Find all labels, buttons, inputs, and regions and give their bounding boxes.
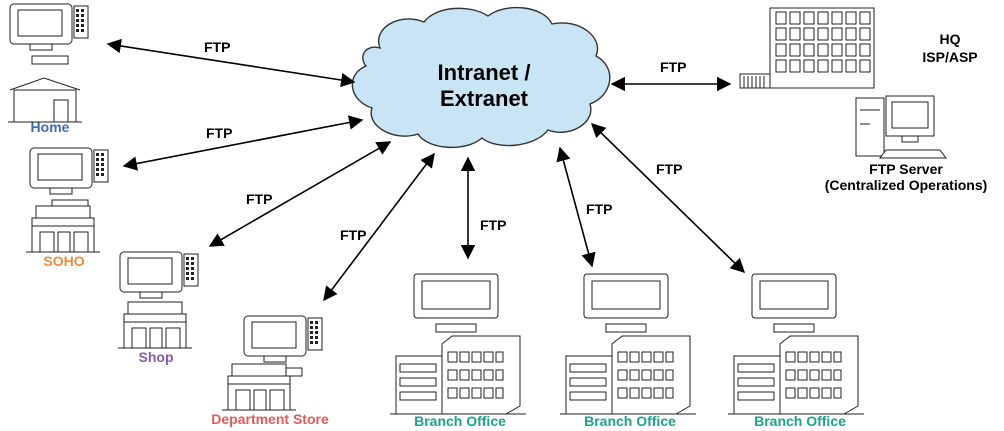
- ftp-label-branch2: FTP: [586, 201, 612, 217]
- link-home: [106, 38, 356, 88]
- cloud-label-line2: Extranet: [440, 86, 529, 111]
- department-store-label: Department Store: [211, 411, 329, 427]
- ftp-server-sublabel: (Centralized Operations): [825, 177, 988, 193]
- branch-office-1-label: Branch Office: [414, 413, 506, 429]
- branch-office-2: Branch Office: [559, 273, 697, 429]
- ftp-label-branch1: FTP: [480, 217, 506, 233]
- link-dept: [323, 152, 435, 302]
- ftp-label-soho: FTP: [206, 125, 232, 141]
- ftp-server-label: FTP Server: [869, 161, 943, 177]
- hq-building: [739, 7, 875, 89]
- ftp-server: [855, 95, 947, 159]
- soho-label: SOHO: [43, 253, 84, 269]
- home-site: Home: [8, 3, 89, 135]
- link-branch3: [590, 122, 746, 274]
- link-soho: [122, 115, 364, 171]
- department-store-site: Department Store: [211, 315, 329, 427]
- hq-label: HQ: [940, 31, 961, 47]
- soho-site: SOHO: [25, 147, 109, 269]
- branch-office-3: Branch Office: [727, 273, 865, 429]
- ftp-label-hq: FTP: [660, 59, 686, 75]
- link-branch2: [556, 146, 596, 268]
- intranet-cloud: [351, 6, 611, 149]
- branch-office-2-label: Branch Office: [584, 413, 676, 429]
- cloud-label-line1: Intranet /: [438, 60, 531, 85]
- home-label: Home: [31, 119, 70, 135]
- ftp-label-home: FTP: [204, 39, 230, 55]
- isp-asp-label: ISP/ASP: [922, 49, 977, 65]
- ftp-label-branch3: FTP: [656, 161, 682, 177]
- branch-office-3-label: Branch Office: [754, 413, 846, 429]
- shop-site: Shop: [117, 251, 199, 365]
- branch-office-1: Branch Office: [389, 273, 527, 429]
- ftp-label-shop: FTP: [246, 191, 272, 207]
- shop-label: Shop: [139, 349, 174, 365]
- ftp-label-dept: FTP: [340, 227, 366, 243]
